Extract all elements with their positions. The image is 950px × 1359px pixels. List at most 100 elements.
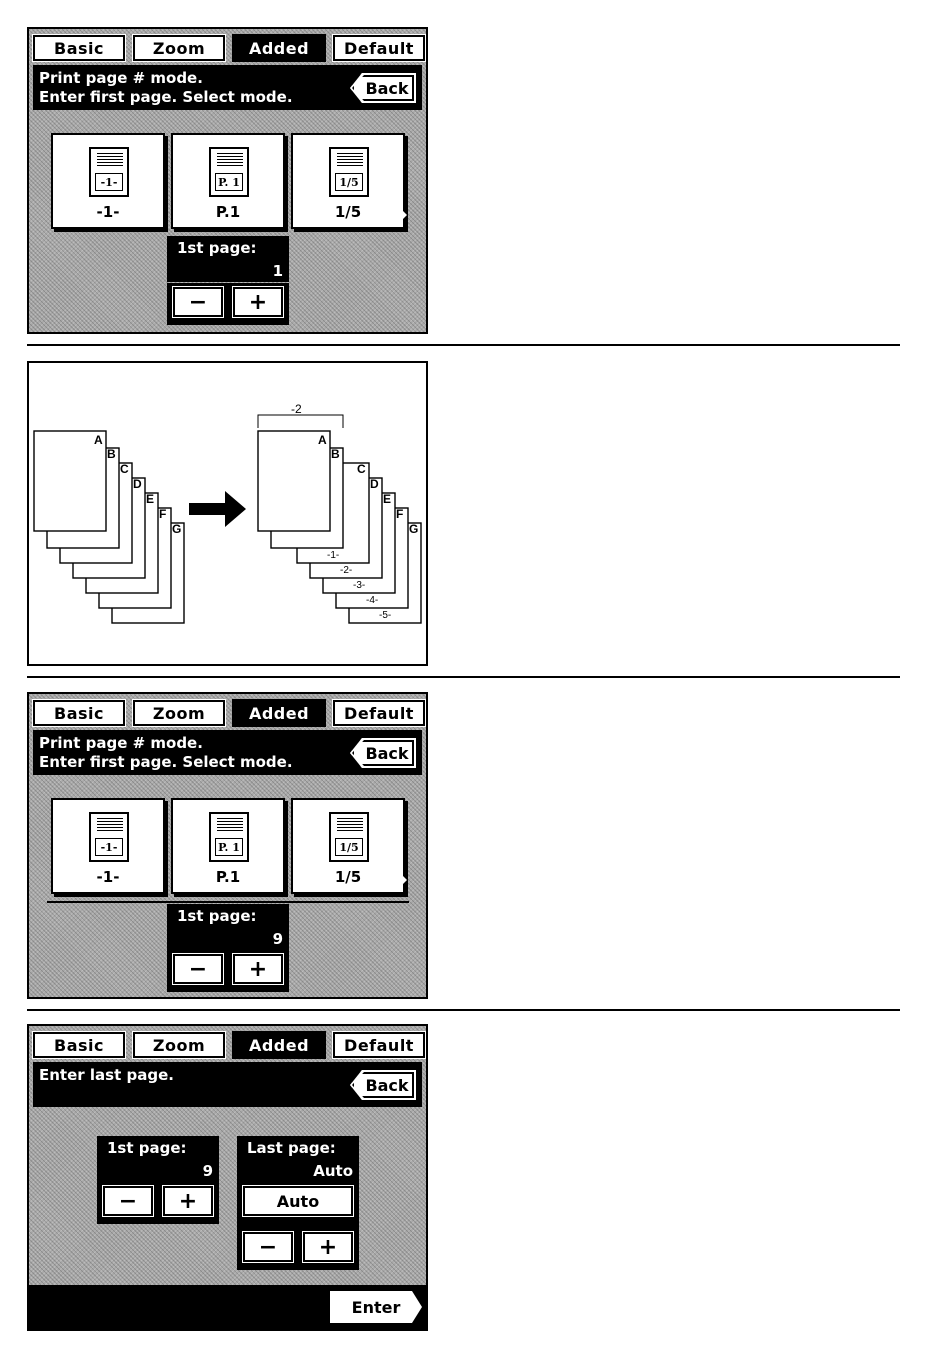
page-numbering-diagram: A B C D E F G -2 A B C D E F G — [27, 361, 428, 666]
original-page-a — [33, 430, 107, 532]
page-number: -3- — [353, 580, 365, 591]
mode-button-dash-number[interactable]: -1- -1- — [51, 133, 165, 229]
tab-basic[interactable]: Basic — [32, 1031, 126, 1059]
scroll-right-arrow-icon[interactable] — [401, 209, 407, 221]
copy-pages — [257, 430, 422, 624]
original-pages — [33, 430, 185, 624]
page-number-icon: -1- — [89, 147, 129, 197]
tab-basic[interactable]: Basic — [32, 699, 126, 727]
mode-button-p-number[interactable]: P. 1 P.1 — [171, 133, 285, 229]
tab-zoom[interactable]: Zoom — [132, 34, 226, 62]
tab-default[interactable]: Default — [332, 699, 426, 727]
separator-line — [47, 901, 409, 903]
decrement-button[interactable]: − — [172, 953, 224, 985]
original-label: E — [146, 492, 154, 506]
mode-button-fraction[interactable]: 1/5 1/5 — [291, 798, 405, 894]
mode-label: -1- — [96, 868, 120, 886]
mode-icon-text: 1/5 — [335, 838, 363, 856]
tab-basic[interactable]: Basic — [32, 34, 126, 62]
page-number: -4- — [366, 595, 378, 606]
copy-label: E — [383, 492, 391, 506]
original-label: C — [120, 462, 129, 476]
copy-label: C — [357, 462, 366, 476]
mode-icon-text: P. 1 — [215, 173, 243, 191]
tab-added[interactable]: Added — [232, 699, 326, 727]
first-page-field: 1st page: 9 — [167, 904, 289, 950]
auto-button[interactable]: Auto — [242, 1185, 354, 1217]
page-number: -2- — [340, 565, 352, 576]
instruction-message: Print page # mode. Enter first page. Sel… — [39, 734, 293, 771]
first-page-value: 9 — [272, 930, 283, 948]
last-page-caption: Last page: — [247, 1139, 336, 1157]
increment-button[interactable]: + — [162, 1185, 214, 1217]
tab-added[interactable]: Added — [232, 1031, 326, 1059]
original-label: D — [133, 477, 142, 491]
divider — [27, 344, 900, 346]
mode-label: P.1 — [215, 868, 241, 886]
increment-button[interactable]: + — [302, 1231, 354, 1263]
scroll-right-arrow-icon[interactable] — [401, 874, 407, 886]
mode-icon-text: 1/5 — [335, 173, 363, 191]
screen-enter-last-page: Basic Zoom Added Default Enter last page… — [27, 1024, 428, 1331]
first-page-value: 9 — [202, 1162, 213, 1180]
original-label: A — [94, 433, 103, 447]
mode-button-dash-number[interactable]: -1- -1- — [51, 798, 165, 894]
mode-icon-text: -1- — [95, 173, 123, 191]
copy-page-labels: A B C D E F G — [318, 433, 418, 536]
message-bar: Print page # mode. Enter first page. Sel… — [33, 65, 422, 110]
enter-button[interactable]: Enter — [330, 1291, 422, 1323]
page-number: -1- — [327, 550, 339, 561]
decrement-button[interactable]: − — [102, 1185, 154, 1217]
increment-button[interactable]: + — [232, 953, 284, 985]
page-number-icon: P. 1 — [209, 147, 249, 197]
first-page-caption: 1st page: — [107, 1139, 187, 1157]
copy-label: A — [318, 433, 327, 447]
tab-default[interactable]: Default — [332, 34, 426, 62]
last-page-controls: Auto − + — [237, 1182, 359, 1270]
tab-zoom[interactable]: Zoom — [132, 1031, 226, 1059]
tab-bar: Basic Zoom Added Default — [29, 694, 426, 728]
mode-label: 1/5 — [334, 203, 362, 221]
right-arrow-icon — [189, 491, 246, 527]
increment-button[interactable]: + — [232, 286, 284, 318]
diagram-svg: A B C D E F G -2 A B C D E F G — [33, 402, 422, 624]
copy-page-a — [257, 430, 331, 532]
mode-button-p-number[interactable]: P. 1 P.1 — [171, 798, 285, 894]
tab-zoom[interactable]: Zoom — [132, 699, 226, 727]
decrement-button[interactable]: − — [172, 286, 224, 318]
divider — [27, 676, 900, 678]
original-label: G — [172, 522, 181, 536]
bracket-label: -2 — [291, 402, 302, 416]
copy-label: G — [409, 522, 418, 536]
back-button[interactable]: Back — [350, 1070, 416, 1100]
back-button[interactable]: Back — [350, 73, 416, 103]
back-button[interactable]: Back — [350, 738, 416, 768]
instruction-message: Enter last page. — [39, 1066, 174, 1084]
copy-label: B — [331, 447, 340, 461]
divider — [27, 1009, 900, 1011]
instruction-message: Print page # mode. Enter first page. Sel… — [39, 69, 293, 106]
tab-bar: Basic Zoom Added Default — [29, 29, 426, 63]
mode-label: P.1 — [215, 203, 241, 221]
mode-label: 1/5 — [334, 868, 362, 886]
page-number-icon: -1- — [89, 812, 129, 862]
tab-default[interactable]: Default — [332, 1031, 426, 1059]
first-page-caption: 1st page: — [177, 239, 257, 257]
first-page-caption: 1st page: — [177, 907, 257, 925]
original-label: B — [107, 447, 116, 461]
mode-icon-text: P. 1 — [215, 838, 243, 856]
mode-button-fraction[interactable]: 1/5 1/5 — [291, 133, 405, 229]
page-number-icon: 1/5 — [329, 147, 369, 197]
screen-print-page-mode-1: Basic Zoom Added Default Print page # mo… — [27, 27, 428, 334]
copy-label: F — [396, 507, 403, 521]
tab-added[interactable]: Added — [232, 34, 326, 62]
first-page-value: 1 — [272, 262, 283, 280]
screen-print-page-mode-2: Basic Zoom Added Default Print page # mo… — [27, 692, 428, 999]
last-page-value: Auto — [313, 1162, 353, 1180]
first-page-field: 1st page: 9 — [97, 1136, 219, 1182]
bracket — [257, 414, 344, 428]
decrement-button[interactable]: − — [242, 1231, 294, 1263]
page-number-icon: P. 1 — [209, 812, 249, 862]
first-page-stepper: − + — [97, 1182, 219, 1224]
message-bar: Enter last page. Back — [33, 1062, 422, 1107]
